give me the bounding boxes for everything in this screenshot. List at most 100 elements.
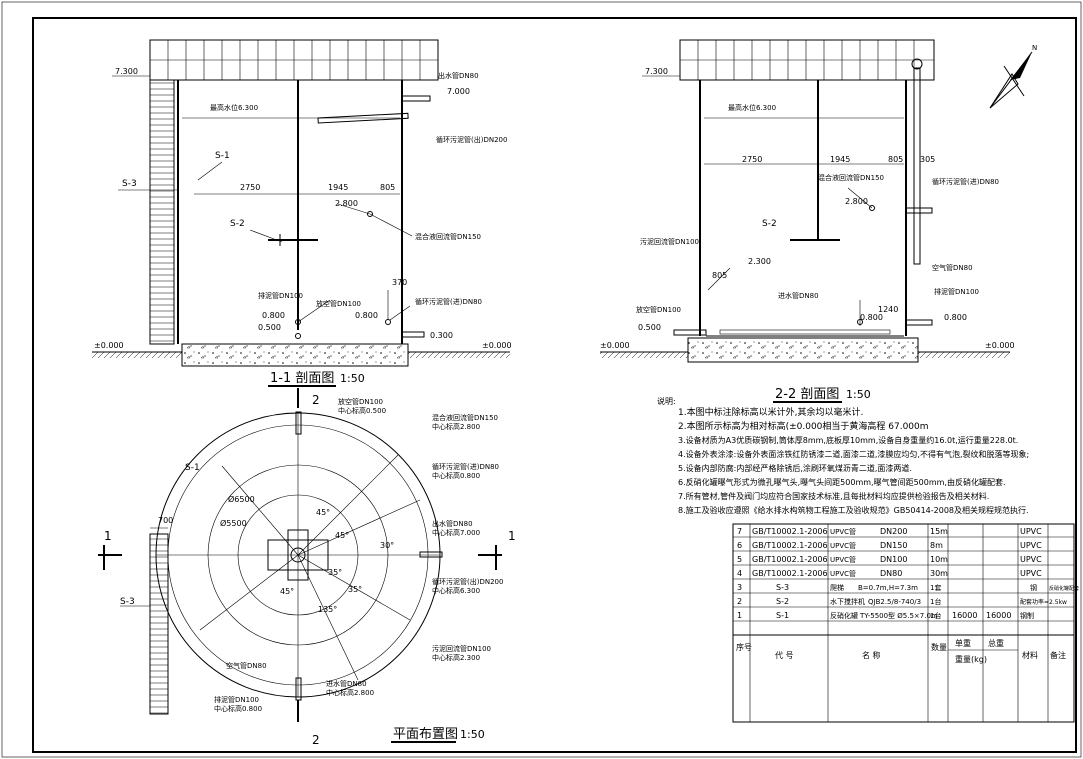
row3-remark: 反硝化罐配套 <box>1049 585 1079 592</box>
dim-805: 805 <box>380 183 395 192</box>
pipe-drain: 排泥管DN100 <box>258 291 303 300</box>
row6-spec: DN150 <box>880 541 907 550</box>
angle-45a: 45° <box>316 508 330 517</box>
plan-p1-name: 放空管DN100 <box>338 397 383 406</box>
dim-700: 700 <box>158 516 173 525</box>
row4-no: 4 <box>737 569 742 578</box>
dim-1240: 1240 <box>878 305 898 314</box>
note-1: 1.本图中标注除标高以米计外,其余均以毫米计. <box>678 406 863 418</box>
plan-p3-name: 循环污泥管(进)DN80 <box>432 462 499 471</box>
row5-material: UPVC <box>1020 555 1042 564</box>
plan-p6-name: 污泥回流管DN100 <box>432 644 491 653</box>
row5-no: 5 <box>737 555 742 564</box>
inner-frame <box>32 17 1077 753</box>
plan-p3-elev: 中心标高0.800 <box>432 471 480 480</box>
row2-qty: 1台 <box>930 597 941 606</box>
elev-0800a: 0.800 <box>262 311 285 320</box>
tag-s1: S-1 <box>215 151 230 161</box>
section-1-1-title: 1-1 剖面图 <box>270 371 334 386</box>
elev-ground-right-2: ±0.000 <box>985 341 1015 350</box>
plan-p4-name: 出水管DN80 <box>432 519 473 528</box>
note-5: 5.设备内部防腐:内部经严格除锈后,涂刷环氧煤沥青二道,面漆两道. <box>678 463 912 473</box>
tag-s2: S-2 <box>230 219 245 229</box>
row5-code: GB/T10002.1-2006 <box>752 555 828 564</box>
plan-tag-s3: S-3 <box>120 597 135 607</box>
note-6: 6.反硝化罐曝气形式为微孔曝气头,曝气头间距500mm,曝气管间距500mm,由… <box>678 477 1006 487</box>
plan-scale: 1:50 <box>460 728 485 741</box>
row1-total-wt: 16000 <box>986 611 1011 620</box>
row3-code: S-3 <box>776 583 789 592</box>
row7-code: GB/T10002.1-2006 <box>752 527 828 536</box>
section-mark-1-right: 1 <box>508 529 516 543</box>
note-8: 8.施工及验收应遵照《给水排水构筑物工程施工及验收规范》GB50414-2008… <box>678 505 1029 515</box>
dim-1945-2: 1945 <box>830 155 850 164</box>
header-total: 总重 <box>988 638 1004 648</box>
north-arrow-icon: N <box>989 44 1037 109</box>
plan-p4-elev: 中心标高7.000 <box>432 528 480 537</box>
row3-qty: 1套 <box>930 583 941 592</box>
section-2-2-title: 2-2 剖面图 <box>775 387 839 402</box>
plan-p1-elev: 中心标高0.500 <box>338 406 386 415</box>
plan-p8-name: 进水管DN80 <box>326 679 367 688</box>
pipe-empty: 放空管DN100 <box>316 299 361 308</box>
ladder-s3 <box>149 79 175 345</box>
row4-material: UPVC <box>1020 569 1042 578</box>
plan-tag-s1: S-1 <box>185 463 200 473</box>
dim-370: 370 <box>392 278 407 287</box>
angle-35b: 35° <box>348 585 362 594</box>
dim-2750: 2750 <box>240 183 260 192</box>
elev-water-label-2: 最高水位6.300 <box>728 103 776 112</box>
header-name: 名 称 <box>862 650 881 660</box>
section-mark-2-top: 2 <box>312 393 320 407</box>
row3-spec: B=0.7m,H=7.3m <box>858 584 918 592</box>
section-1-1-scale: 1:50 <box>340 372 365 385</box>
pipe-overflow: 出水管DN80 <box>438 71 479 80</box>
elev-7000: 7.000 <box>447 87 470 96</box>
row2-remark: 配套功率=2.5kw <box>1020 598 1067 606</box>
angle-45c: 45° <box>280 587 294 596</box>
row2-no: 2 <box>737 597 742 606</box>
pipe-air-2: 空气管DN80 <box>932 263 973 272</box>
roof-grating <box>149 39 439 81</box>
foundation-slab-2 <box>687 337 919 363</box>
dim-805-2: 805 <box>888 155 903 164</box>
pipe-sludge-return-2: 污泥回流管DN100 <box>640 237 699 246</box>
pipe-mix-return: 混合液回流管DN150 <box>415 232 481 241</box>
header-material: 材料 <box>1022 650 1038 660</box>
section-1-1: 7.300 最高水位6.300 ±0.000 ±0.000 2.800 0.80… <box>92 39 512 387</box>
section-mark-1-left: 1 <box>104 529 112 543</box>
elev-0500-2: 0.500 <box>638 323 661 332</box>
row5-spec: DN100 <box>880 555 907 564</box>
row4-spec: DN80 <box>880 569 902 578</box>
row4-qty: 30m <box>930 569 948 578</box>
foundation-slab <box>181 343 409 367</box>
header-code: 代 号 <box>775 650 794 660</box>
row6-no: 6 <box>737 541 742 550</box>
row6-code: GB/T10002.1-2006 <box>752 541 828 550</box>
row6-material: UPVC <box>1020 541 1042 550</box>
parts-table: 7 GB/T10002.1-2006 UPVC管 DN200 15m UPVC … <box>732 523 1079 723</box>
plan-p2-elev: 中心标高2.800 <box>432 422 480 431</box>
row1-qty: 1台 <box>930 611 941 620</box>
header-unit: 单重 <box>955 638 971 648</box>
note-3: 3.设备材质为A3优质碳钢制,筒体厚8mm,底板厚10mm,设备自身重量约16.… <box>678 435 1018 445</box>
elev-0800b: 0.800 <box>355 311 378 320</box>
row4-name: UPVC管 <box>830 569 856 578</box>
elev-2800: 2.800 <box>335 199 358 208</box>
dim-805b: 805 <box>712 271 727 280</box>
plan-p6-elev: 中心标高2.300 <box>432 653 480 662</box>
angle-135: 135° <box>318 605 337 614</box>
dim-1945: 1945 <box>328 183 348 192</box>
plan-p5-elev: 中心标高6.300 <box>432 586 480 595</box>
row3-no: 3 <box>737 583 742 592</box>
pipe-inlet-2: 进水管DN80 <box>778 291 819 300</box>
plan-title: 平面布置图 <box>393 727 458 742</box>
header-weight: 重量(kg) <box>955 654 987 664</box>
row2-spec: QJB2.5/8-740/3 <box>868 598 921 606</box>
row2-code: S-2 <box>776 597 789 606</box>
elev-ground-left-2: ±0.000 <box>600 341 630 350</box>
pipe-recycle-return-2: 循环污泥管(进)DN80 <box>932 177 999 186</box>
row1-unit-wt: 16000 <box>952 611 977 620</box>
angle-35a: 35° <box>328 568 342 577</box>
